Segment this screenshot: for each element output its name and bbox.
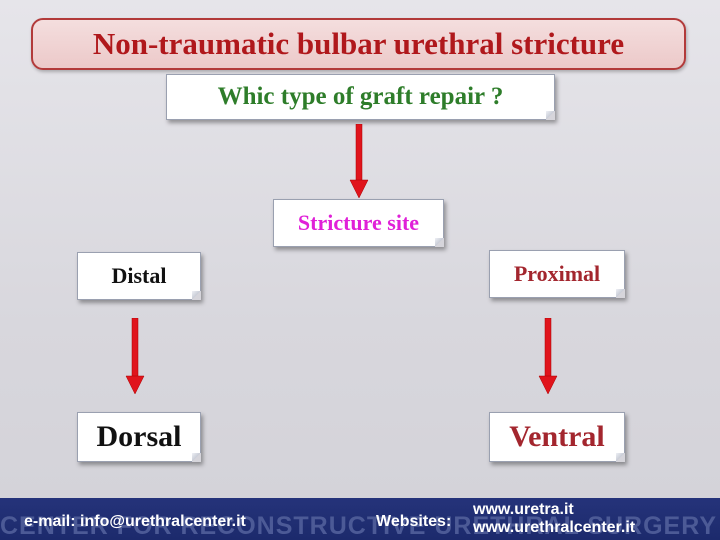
stricture-site-box: Stricture site	[273, 199, 444, 247]
question-box: Whic type of graft repair ?	[166, 74, 555, 120]
ventral-box: Ventral	[489, 412, 625, 462]
distal-box: Distal	[77, 252, 201, 300]
proximal-box: Proximal	[489, 250, 625, 298]
arrow-question-to-site	[349, 124, 369, 199]
slide-title: Non-traumatic bulbar urethral stricture	[31, 18, 686, 70]
arrow-distal-to-dorsal	[125, 318, 145, 395]
footer-watermark: CENTER FOR RECONSTRUCTIVE URETHRAL SURGE…	[0, 512, 718, 540]
footer-website-link-2[interactable]: www.urethralcenter.it	[473, 519, 636, 536]
dorsal-box: Dorsal	[77, 412, 201, 462]
footer-bar: CENTER FOR RECONSTRUCTIVE URETHRAL SURGE…	[0, 498, 720, 540]
arrow-proximal-to-ventral	[538, 318, 558, 395]
footer-website-link-1[interactable]: www.uretra.it	[473, 501, 574, 518]
footer-email[interactable]: e-mail: info@urethralcenter.it	[24, 513, 246, 530]
footer-websites-label: Websites:	[376, 513, 452, 530]
